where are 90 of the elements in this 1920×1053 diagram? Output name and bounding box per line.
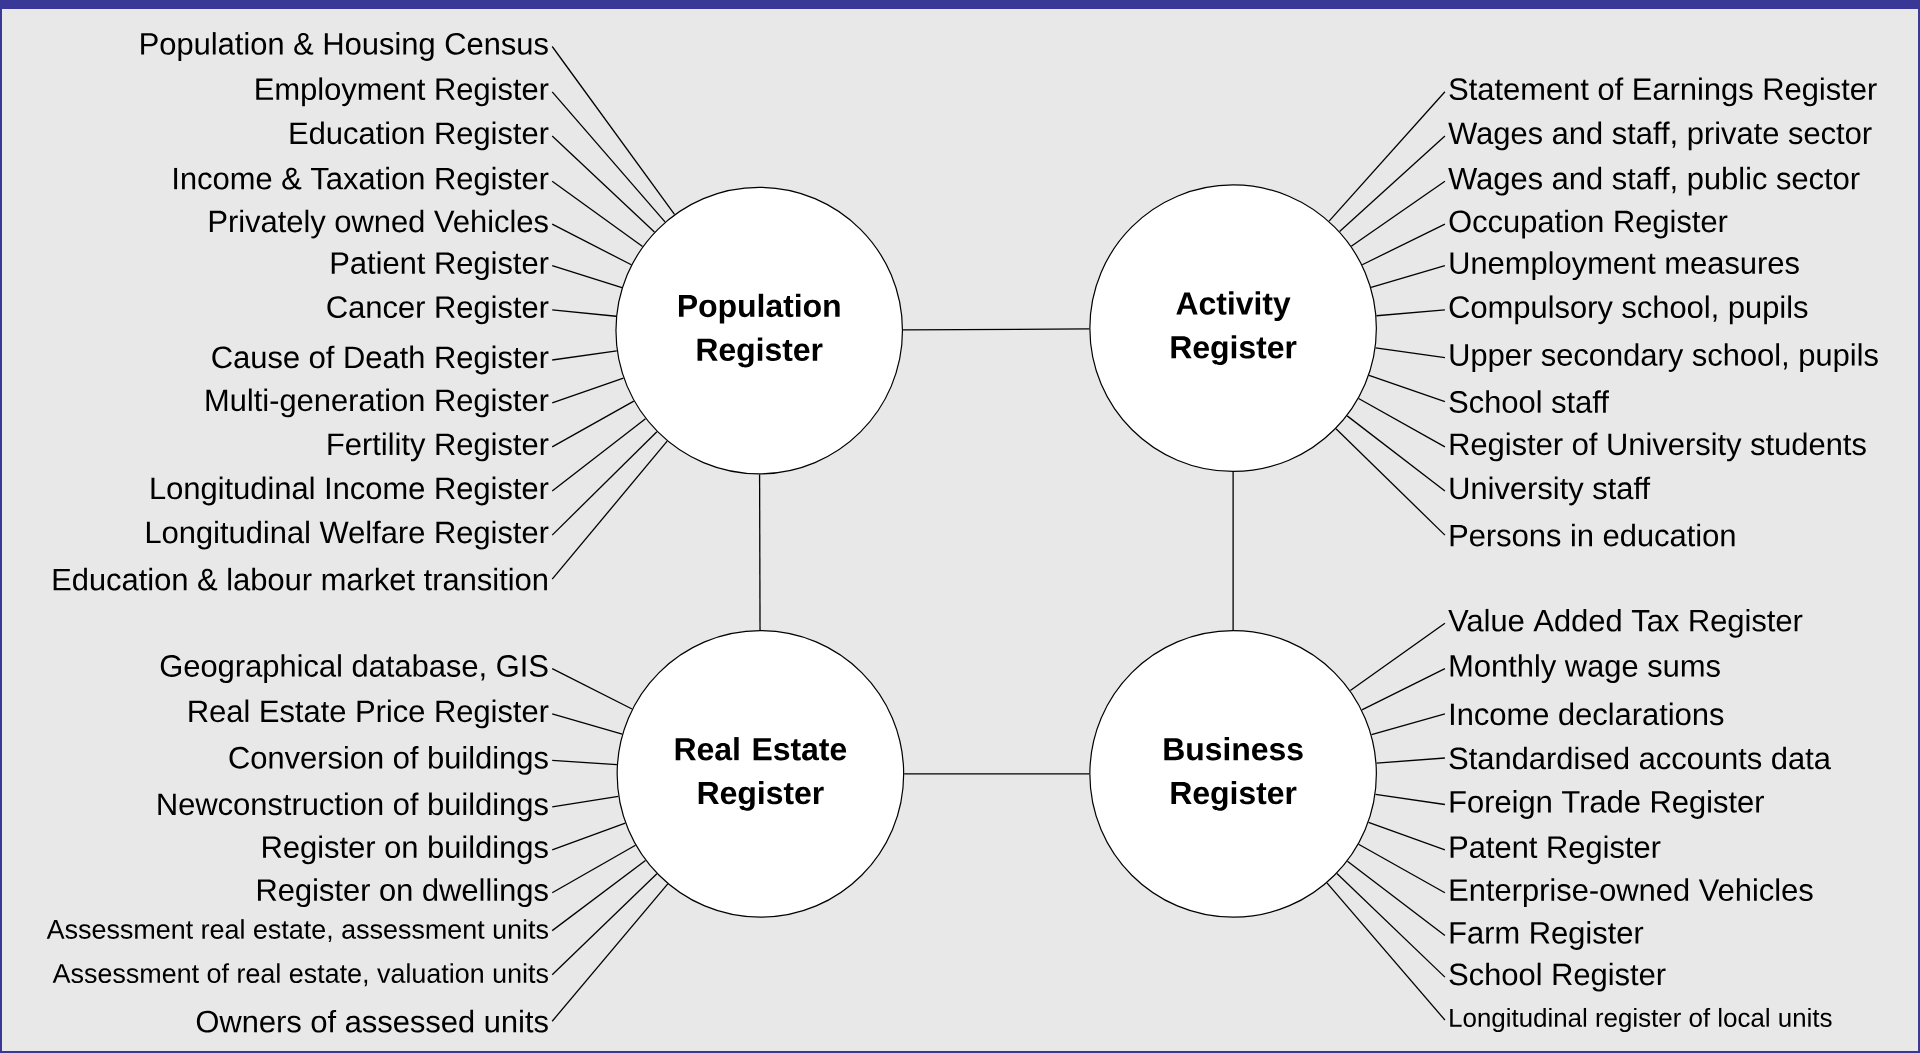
register-label: Multi-generation Register bbox=[206, 388, 549, 418]
register-label: Register on buildings bbox=[263, 835, 548, 865]
leader-line bbox=[1328, 91, 1446, 222]
leader-line bbox=[551, 795, 619, 808]
register-label: Register of University students bbox=[1450, 432, 1866, 462]
register-label: Unemployment measures bbox=[1450, 251, 1799, 281]
connector-line bbox=[903, 773, 1090, 775]
leader-line bbox=[1326, 882, 1446, 1021]
register-label: Foreign Trade Register bbox=[1450, 790, 1764, 819]
register-label: Longitudinal register of local units bbox=[1450, 1007, 1832, 1033]
register-label: Register on dwellings bbox=[258, 878, 548, 908]
leader-line bbox=[551, 883, 669, 1022]
leader-line bbox=[1370, 265, 1446, 289]
register-label: Farm Register bbox=[1450, 921, 1644, 950]
leader-line bbox=[1338, 135, 1446, 233]
leader-line bbox=[1346, 415, 1446, 492]
register-label: Income declarations bbox=[1450, 702, 1724, 726]
leader-line bbox=[551, 844, 637, 894]
leader-line bbox=[551, 418, 647, 492]
register-label: Conversion of buildings bbox=[229, 746, 548, 775]
register-label: Statement of Earnings Register bbox=[1449, 77, 1877, 107]
leader-line bbox=[1375, 309, 1446, 317]
register-label: Standardised accounts data bbox=[1449, 746, 1831, 770]
leader-line bbox=[1374, 793, 1446, 806]
register-label: School staff bbox=[1449, 390, 1609, 413]
leader-line bbox=[551, 91, 666, 223]
register-label: Longitudinal Welfare Register bbox=[146, 520, 549, 550]
register-label: Patent Register bbox=[1450, 835, 1661, 865]
register-label: Monthly wage sums bbox=[1450, 654, 1720, 683]
register-label: Occupation Register bbox=[1449, 209, 1728, 239]
leader-line bbox=[1349, 622, 1446, 692]
register-label: Enterprise-owned Vehicles bbox=[1450, 878, 1813, 908]
leader-line bbox=[1375, 757, 1446, 764]
register-label: Wages and staff, public sector bbox=[1448, 166, 1860, 196]
register-label: Cancer Register bbox=[327, 295, 549, 325]
register-label: Income & Taxation Register bbox=[174, 166, 549, 196]
leader-line bbox=[551, 759, 618, 766]
register-label: Population & Housing Census bbox=[141, 32, 548, 61]
leader-line bbox=[551, 859, 647, 932]
leader-line bbox=[551, 377, 625, 404]
connector-line bbox=[1232, 471, 1234, 631]
register-label: Compulsory school, pupils bbox=[1449, 295, 1808, 325]
register-label: Fertility Register bbox=[328, 432, 549, 462]
leader-line bbox=[1374, 347, 1446, 359]
leader-line bbox=[1346, 860, 1446, 937]
leader-line bbox=[1361, 223, 1446, 266]
connector-line bbox=[902, 328, 1090, 331]
leader-line bbox=[551, 873, 658, 976]
register-label: Education Register bbox=[290, 121, 549, 151]
register-label: Real Estate Price Register bbox=[189, 699, 549, 729]
register-label: Geographical database, GIS bbox=[160, 654, 548, 683]
register-label: Persons in education bbox=[1450, 523, 1735, 547]
leader-line bbox=[1370, 713, 1446, 736]
leader-line bbox=[551, 667, 633, 710]
leader-line bbox=[1335, 428, 1446, 536]
register-label: Privately owned Vehicles bbox=[209, 209, 548, 239]
leader-line bbox=[1361, 667, 1446, 711]
leader-line bbox=[551, 822, 626, 851]
register-label: Patient Register bbox=[331, 251, 549, 281]
leader-line bbox=[1367, 821, 1446, 851]
leader-line bbox=[1357, 843, 1446, 894]
leader-line bbox=[551, 431, 658, 536]
leader-line bbox=[1368, 374, 1446, 403]
leader-line bbox=[551, 45, 676, 215]
leader-line bbox=[551, 223, 632, 266]
leader-line bbox=[1336, 872, 1446, 978]
connector-line bbox=[758, 473, 761, 631]
register-label: School Register bbox=[1449, 962, 1666, 992]
leader-line bbox=[551, 713, 623, 735]
leader-line bbox=[1350, 180, 1446, 247]
register-label: Wages and staff, private sector bbox=[1448, 121, 1872, 151]
register-label: Education & labour market transition bbox=[53, 567, 547, 591]
leader-line bbox=[551, 180, 644, 248]
register-label: Owners of assessed units bbox=[196, 1009, 548, 1033]
leader-line bbox=[551, 350, 618, 361]
register-label: Upper secondary school, pupils bbox=[1450, 343, 1878, 372]
leader-line bbox=[551, 309, 617, 317]
register-label: Newconstruction of buildings bbox=[158, 792, 548, 822]
register-label: Employment Register bbox=[256, 77, 549, 107]
register-label: Assessment real estate, assessment units bbox=[46, 919, 548, 943]
register-label: University staff bbox=[1450, 476, 1651, 506]
register-label: Value Added Tax Register bbox=[1448, 608, 1803, 638]
leader-line bbox=[1357, 397, 1446, 448]
register-label: Longitudinal Income Register bbox=[151, 476, 549, 506]
leader-line bbox=[551, 400, 635, 448]
leader-line bbox=[551, 135, 656, 233]
register-label: Assessment of real estate, valuation units bbox=[52, 963, 548, 987]
leader-line bbox=[551, 265, 623, 289]
register-label: Cause of Death Register bbox=[212, 345, 549, 375]
leader-line bbox=[551, 440, 668, 580]
